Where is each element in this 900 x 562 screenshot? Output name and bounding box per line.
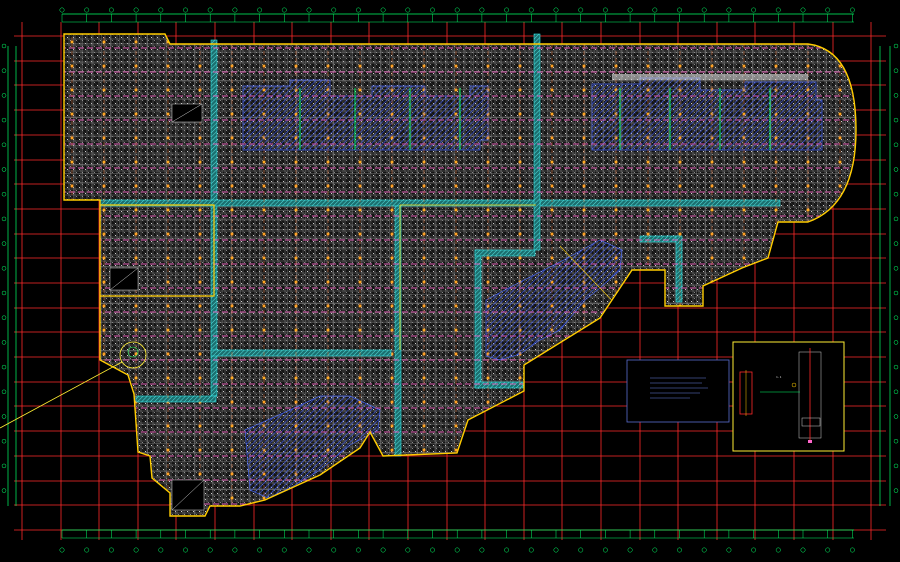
detail-leader [0, 341, 147, 429]
dimension-frames [1, 7, 899, 553]
building-outline [63, 33, 857, 517]
section-mark-label: 1-1 [776, 375, 782, 379]
notes-box[interactable] [626, 359, 730, 423]
section-detail-frame[interactable]: 1-1 [732, 341, 845, 452]
